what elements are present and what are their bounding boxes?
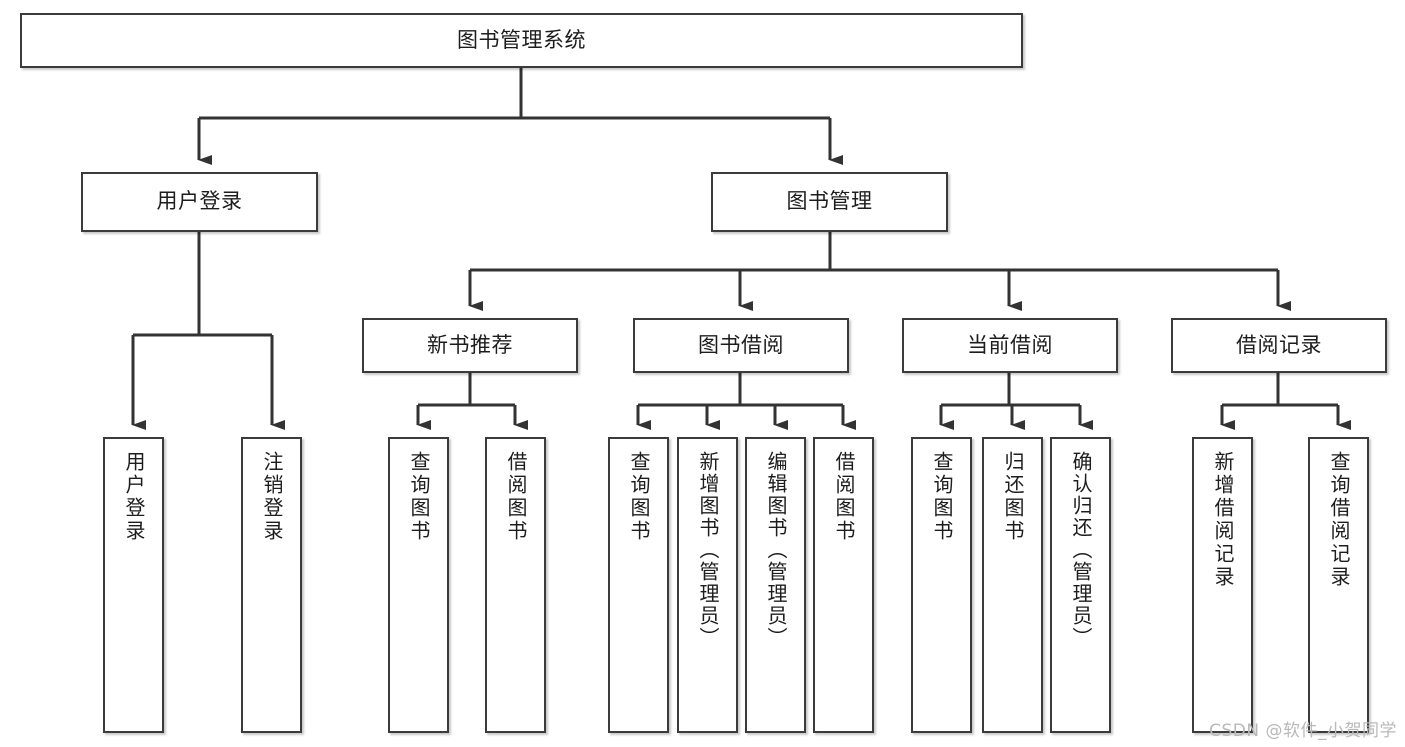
node-current-borrow[interactable]: 当前借阅 [902,318,1118,373]
leaf-logout-label: 注销登录 [260,451,284,543]
leaf-user-login[interactable]: 用户登录 [103,437,164,733]
leaf-return-book[interactable]: 归还图书 [982,437,1043,733]
leaf-logout[interactable]: 注销登录 [241,437,302,733]
leaf-borrow-book-label: 借阅图书 [832,451,856,543]
leaf-query-book-borrow[interactable]: 查询图书 [608,437,669,733]
node-root-label: 图书管理系统 [457,27,586,52]
leaf-borrow-book-new[interactable]: 借阅图书 [485,437,546,733]
node-borrow-record[interactable]: 借阅记录 [1171,318,1387,373]
leaf-confirm-return-admin-label: 确认归还（管理员） [1069,451,1093,649]
watermark: CSDN @软件_小贺同学 [1209,721,1397,741]
leaf-return-book-label: 归还图书 [1001,451,1025,543]
node-book-management[interactable]: 图书管理 [711,172,948,232]
leaf-edit-book-admin-label: 编辑图书（管理员） [764,451,788,649]
leaf-query-book-new-label: 查询图书 [407,451,431,543]
leaf-query-book-current[interactable]: 查询图书 [911,437,972,733]
node-current-borrow-label: 当前借阅 [967,332,1053,357]
leaf-confirm-return-admin[interactable]: 确认归还（管理员） [1050,437,1111,733]
leaf-add-borrow-record-label: 新增借阅记录 [1211,451,1235,589]
leaf-add-book-admin-label: 新增图书（管理员） [696,451,720,649]
leaf-query-book-borrow-label: 查询图书 [627,451,651,543]
node-borrow-record-label: 借阅记录 [1236,332,1322,357]
node-book-borrow[interactable]: 图书借阅 [633,318,849,373]
leaf-borrow-book[interactable]: 借阅图书 [813,437,874,733]
leaf-query-book-new[interactable]: 查询图书 [388,437,449,733]
leaf-query-book-current-label: 查询图书 [930,451,954,543]
leaf-query-borrow-record[interactable]: 查询借阅记录 [1308,437,1369,733]
leaf-add-borrow-record[interactable]: 新增借阅记录 [1192,437,1253,733]
node-book-management-label: 图书管理 [786,189,873,214]
leaf-add-book-admin[interactable]: 新增图书（管理员） [677,437,738,733]
node-user-login-label: 用户登录 [156,189,243,214]
leaf-query-borrow-record-label: 查询借阅记录 [1327,451,1351,589]
node-book-borrow-label: 图书借阅 [698,332,784,357]
leaf-edit-book-admin[interactable]: 编辑图书（管理员） [745,437,806,733]
node-user-login[interactable]: 用户登录 [81,172,318,232]
node-new-book-recommend-label: 新书推荐 [427,332,513,357]
node-new-book-recommend[interactable]: 新书推荐 [362,318,578,373]
leaf-user-login-label: 用户登录 [122,451,146,543]
node-root[interactable]: 图书管理系统 [20,13,1023,68]
leaf-borrow-book-new-label: 借阅图书 [504,451,528,543]
